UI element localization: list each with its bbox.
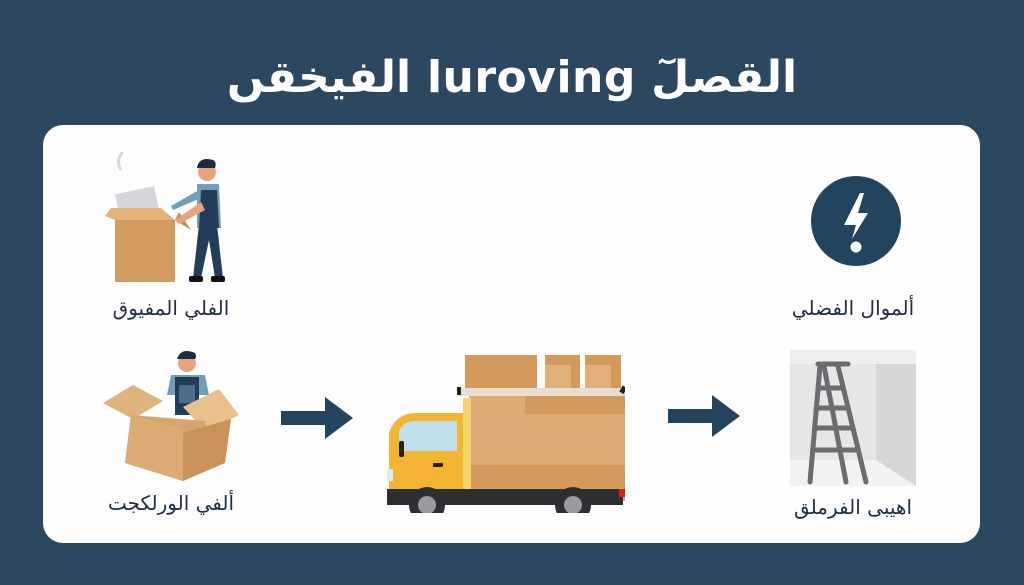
arrow-right-icon: [668, 395, 740, 437]
step-boxed-label: ألفي الورلكجت: [107, 491, 235, 515]
moving-truck-icon: [387, 355, 625, 513]
step-packing: الفلي المفيوق: [101, 150, 241, 335]
arrow-right-icon: [281, 397, 353, 439]
step-room: اهيبى الفرملق: [778, 350, 928, 530]
process-card: الفلي المفيوق ألفي الورلكجت: [43, 125, 980, 543]
lightning-alert-icon: [811, 176, 901, 266]
step-room-label: اهيبى الفرملق: [793, 495, 913, 519]
step-alert: ألموال الفضلي: [778, 175, 928, 325]
step-boxed: ألفي الورلكجت: [101, 345, 246, 525]
ladder-room-icon: [790, 350, 916, 486]
step-alert-label: ألموال الفضلي: [791, 296, 915, 320]
page-title: القصلٓ luroving الفيخقں: [226, 52, 798, 103]
worker-in-box-icon: [103, 351, 239, 481]
step-packing-label: الفلي المفيوق: [112, 296, 230, 320]
worker-packing-box-icon: [105, 150, 225, 282]
